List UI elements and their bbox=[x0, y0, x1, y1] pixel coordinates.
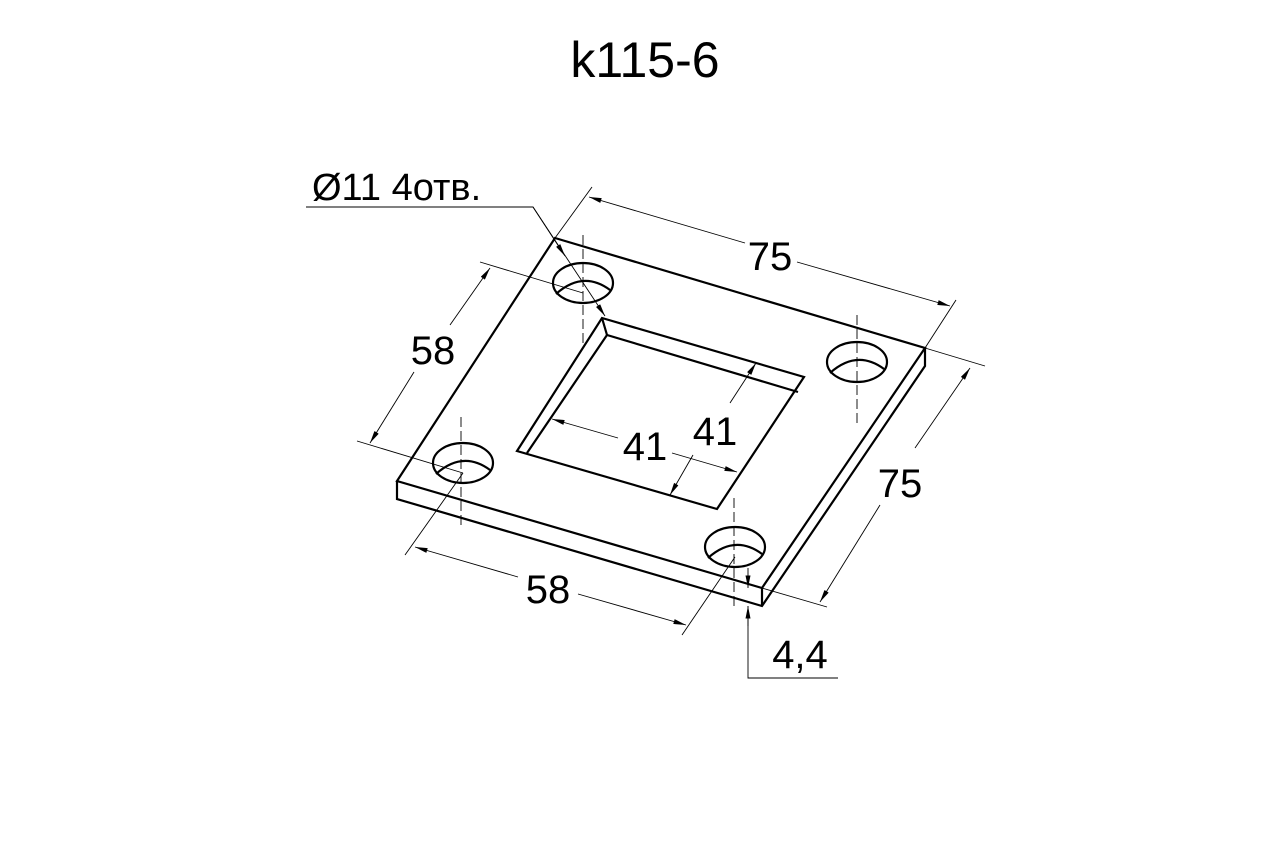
dimension-lines bbox=[356, 186, 986, 679]
dim-hole-spacing-left: 58 bbox=[411, 329, 456, 373]
hole-note: Ø11 4отв. bbox=[312, 167, 481, 209]
dim-opening-depth: 41 bbox=[693, 410, 738, 454]
hole bbox=[551, 235, 615, 345]
dim-opening-width: 41 bbox=[623, 425, 668, 469]
plate-sides bbox=[395, 348, 927, 608]
square-opening bbox=[515, 316, 806, 511]
hole bbox=[825, 315, 889, 425]
hole bbox=[431, 417, 495, 528]
dim-hole-spacing-bottom: 58 bbox=[526, 568, 571, 612]
hole bbox=[703, 498, 767, 610]
dim-thickness: 4,4 bbox=[772, 633, 828, 677]
drawing-title: k115-6 bbox=[570, 32, 719, 88]
hole-callout: Ø11 4отв. bbox=[306, 167, 606, 317]
plate-top-face bbox=[395, 236, 927, 590]
holes bbox=[431, 235, 889, 610]
dim-length-top: 75 bbox=[748, 235, 793, 279]
plate bbox=[395, 236, 927, 608]
dim-length-right: 75 bbox=[878, 462, 923, 506]
